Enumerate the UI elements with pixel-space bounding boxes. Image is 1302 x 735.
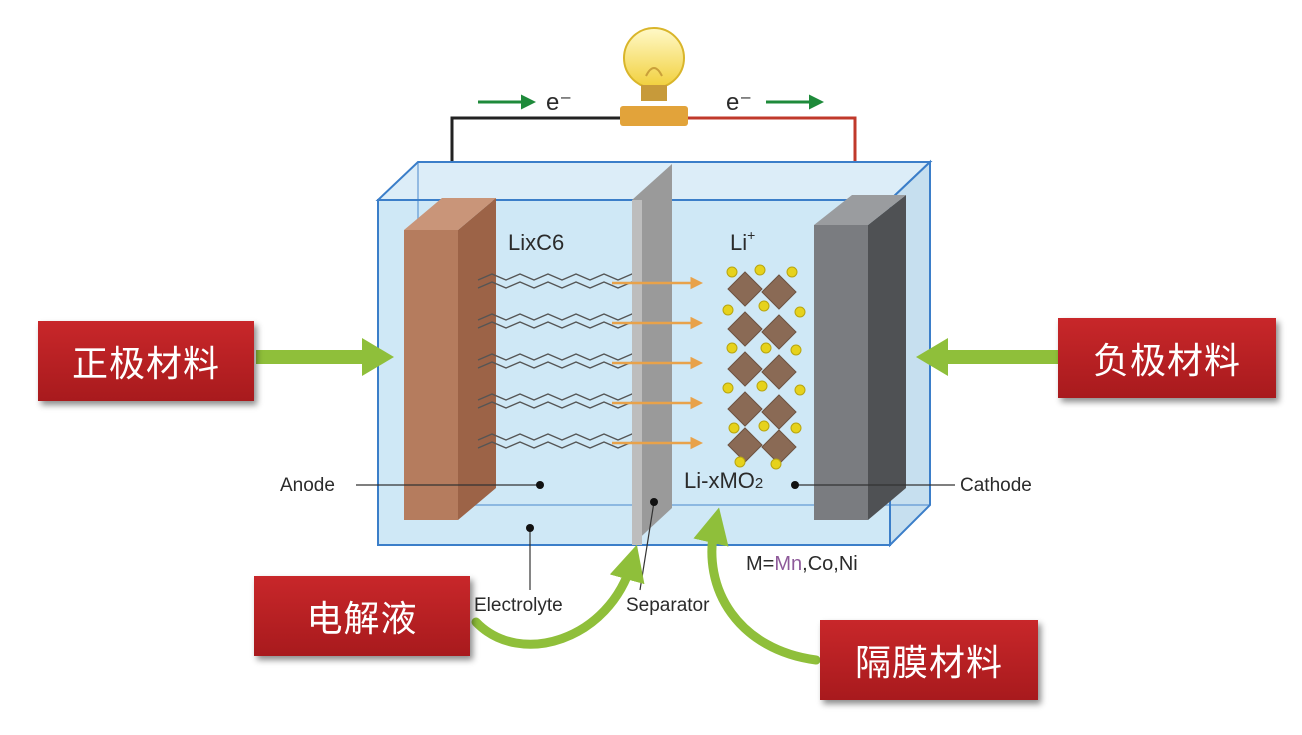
metals-prefix: M= [746,553,774,575]
ion-symbol: Li [730,230,747,255]
cathode-label: Cathode [960,475,1032,496]
anode-label: Anode [280,475,335,496]
electrolyte-callout: 电解液 [254,576,470,656]
separator-curve-arrow [693,507,821,665]
ion-charge: + [747,227,755,243]
positive-material-callout: 正极材料 [38,321,254,401]
light-bulb-icon [620,27,688,126]
separator-label: Separator [626,595,710,616]
graphite-layers [477,273,647,449]
positive-callout-arrow [256,338,394,376]
ion-label: Li+ [730,227,755,255]
anode-plate [404,198,496,520]
cathode-material-main: Li-xMO [684,468,755,493]
metals-label: M=Mn,Co,Ni [746,553,858,575]
cathode-material-label: Li-xMO2 [684,468,763,493]
electrolyte-curve-arrow [471,544,645,649]
cathode-crystal-structure [722,264,806,470]
negative-callout-arrow [916,338,1060,376]
separator-material-callout: 隔膜材料 [820,620,1038,700]
anode-material-label: LixC6 [508,230,564,255]
electron-label-left: e⁻ [546,89,572,116]
separator-plate [632,164,672,545]
negative-material-callout: 负极材料 [1058,318,1276,398]
metals-mn: Mn [774,553,802,575]
ion-flow-arrows [612,276,703,450]
leader-dots [526,481,799,532]
cathode-plate [814,195,906,520]
electron-label-right: e⁻ [726,89,752,116]
electrolyte-label: Electrolyte [474,595,563,616]
metals-rest: ,Co,Ni [802,553,858,575]
cathode-material-subscript: 2 [755,475,763,492]
